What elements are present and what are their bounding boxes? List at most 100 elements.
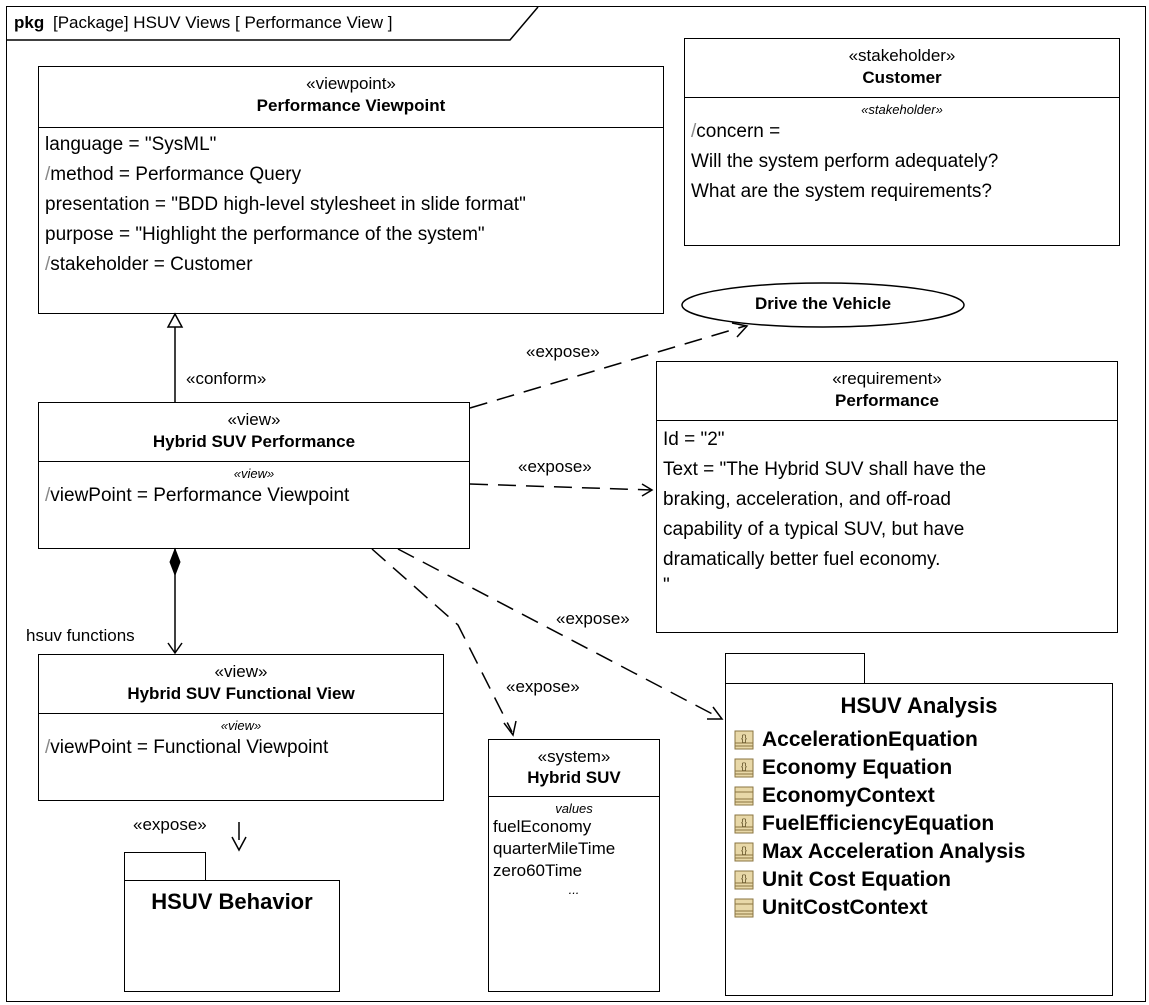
- viewpoint-property: presentation = "BDD high-level styleshee…: [45, 194, 526, 215]
- behavior-package-name: HSUV Behavior: [151, 889, 313, 914]
- composition-role-label: hsuv functions: [26, 626, 135, 645]
- constraint-block-icon: {}: [734, 870, 754, 890]
- viewpoint-property: purpose = "Highlight the performance of …: [45, 224, 485, 245]
- analysis-item[interactable]: {} Max Acceleration Analysis: [734, 838, 1112, 866]
- system-stereotype: «system»: [537, 747, 611, 766]
- conform-arrowhead: [166, 312, 184, 328]
- perf-view-name: Hybrid SUV Performance: [152, 432, 356, 451]
- stakeholder-concern-label: concern =: [696, 121, 781, 142]
- expose-label: «expose»: [556, 609, 630, 628]
- system-name: Hybrid SUV: [527, 768, 621, 787]
- expose-analysis-line: [397, 548, 721, 719]
- svg-text:{}: {}: [741, 817, 747, 827]
- constraint-block-icon: {}: [734, 758, 754, 778]
- analysis-item[interactable]: UnitCostContext: [734, 894, 1112, 922]
- viewpoint-properties: language = "SysML" /method = Performance…: [39, 127, 663, 280]
- analysis-item[interactable]: {} Unit Cost Equation: [734, 866, 1112, 894]
- perf-view-section-label: «view»: [233, 466, 275, 481]
- composition-arrowhead: [167, 642, 183, 655]
- constraint-block-icon: {}: [734, 730, 754, 750]
- requirement-line: capability of a typical SUV, but have: [663, 519, 965, 540]
- stakeholder-concern: What are the system requirements?: [691, 181, 992, 202]
- frame-kind: pkg: [14, 13, 45, 32]
- func-view-stereotype: «view»: [214, 662, 268, 681]
- system-more: ...: [568, 882, 580, 897]
- system-value: quarterMileTime: [493, 839, 616, 858]
- analysis-item[interactable]: {} FuelEfficiencyEquation: [734, 810, 1112, 838]
- arrowhead: [641, 483, 654, 497]
- expose-usecase-line: [469, 325, 746, 409]
- system-value: fuelEconomy: [493, 817, 592, 836]
- requirement-line: Text = "The Hybrid SUV shall have the: [663, 459, 987, 480]
- analysis-package[interactable]: HSUV Analysis {} AccelerationEquation {} Ec…: [725, 683, 1113, 996]
- arrowhead: [731, 322, 749, 338]
- usecase-drive-the-vehicle[interactable]: Drive the Vehicle: [754, 294, 892, 313]
- expose-label: «expose»: [506, 677, 580, 696]
- requirement-line: braking, acceleration, and off-road: [663, 489, 951, 510]
- func-view-property: viewPoint = Functional Viewpoint: [50, 737, 329, 758]
- func-view-section-label: «view»: [220, 718, 262, 733]
- analysis-item-label: Unit Cost Equation: [762, 868, 951, 891]
- stakeholder-block[interactable]: «stakeholder» Customer «stakeholder» /co…: [684, 38, 1120, 246]
- requirement-stereotype: «requirement»: [832, 369, 942, 388]
- func-view-name: Hybrid SUV Functional View: [127, 684, 355, 703]
- block-icon: [734, 898, 754, 918]
- requirement-line: dramatically better fuel economy.: [663, 549, 941, 570]
- func-view-block[interactable]: «view» Hybrid SUV Functional View «view»…: [38, 654, 444, 801]
- svg-text:{}: {}: [741, 733, 747, 743]
- perf-view-property: viewPoint = Performance Viewpoint: [50, 485, 350, 506]
- expose-label: «expose»: [526, 342, 600, 361]
- stakeholder-concern: Will the system perform adequately?: [691, 151, 999, 172]
- viewpoint-stereotype: «viewpoint»: [306, 74, 396, 93]
- constraint-block-icon: {}: [734, 814, 754, 834]
- analysis-item[interactable]: {} Economy Equation: [734, 754, 1112, 782]
- requirement-name: Performance: [835, 391, 939, 410]
- frame-header: pkg [Package] HSUV Views [ Performance V…: [14, 12, 393, 34]
- arrowhead: [707, 706, 724, 720]
- analysis-item-label: Economy Equation: [762, 756, 953, 779]
- analysis-item[interactable]: {} AccelerationEquation: [734, 726, 1112, 754]
- analysis-item-label: UnitCostContext: [762, 896, 928, 919]
- svg-text:{}: {}: [741, 845, 747, 855]
- requirement-line: Id = "2": [663, 429, 725, 450]
- stakeholder-stereotype: «stakeholder»: [848, 46, 956, 65]
- frame-title: [Package] HSUV Views [ Performance View …: [52, 13, 393, 32]
- arrowhead: [231, 836, 247, 852]
- analysis-item-label: EconomyContext: [762, 784, 935, 807]
- requirement-line: ": [663, 575, 670, 596]
- expose-system-line: [371, 548, 513, 733]
- svg-text:{}: {}: [741, 873, 747, 883]
- analysis-item-label: Max Acceleration Analysis: [762, 840, 1026, 863]
- block-icon: [734, 786, 754, 806]
- arrowhead: [503, 720, 517, 737]
- svg-text:{}: {}: [741, 761, 747, 771]
- system-section-label: values: [555, 801, 593, 816]
- analysis-item-label: AccelerationEquation: [762, 728, 978, 751]
- conform-label: «conform»: [186, 369, 267, 388]
- stakeholder-section-label: «stakeholder»: [861, 102, 943, 117]
- analysis-package-name: HSUV Analysis: [840, 693, 998, 718]
- expose-requirement-line: [469, 483, 653, 491]
- analysis-item-label: FuelEfficiencyEquation: [762, 812, 995, 835]
- behavior-package[interactable]: HSUV Behavior: [124, 880, 340, 992]
- perf-view-block[interactable]: «view» Hybrid SUV Performance «view» /vi…: [38, 402, 470, 549]
- viewpoint-name: Performance Viewpoint: [256, 96, 446, 115]
- system-block[interactable]: «system» Hybrid SUV values fuelEconomy q…: [488, 739, 660, 992]
- perf-view-stereotype: «view»: [227, 410, 281, 429]
- analysis-item[interactable]: EconomyContext: [734, 782, 1112, 810]
- constraint-block-icon: {}: [734, 842, 754, 862]
- expose-label: «expose»: [518, 457, 592, 476]
- viewpoint-property: language = "SysML": [45, 134, 217, 155]
- viewpoint-block[interactable]: «viewpoint» Performance Viewpoint langua…: [38, 66, 664, 314]
- analysis-item-list: {} AccelerationEquation {} Economy Equation…: [726, 720, 1112, 922]
- stakeholder-name: Customer: [862, 68, 942, 87]
- requirement-block[interactable]: «requirement» Performance Id = "2" Text …: [656, 361, 1118, 633]
- composition-diamond: [169, 547, 181, 577]
- expose-label: «expose»: [133, 815, 207, 834]
- viewpoint-property: stakeholder = Customer: [50, 254, 253, 275]
- viewpoint-property: method = Performance Query: [50, 164, 302, 185]
- system-value: zero60Time: [493, 861, 583, 880]
